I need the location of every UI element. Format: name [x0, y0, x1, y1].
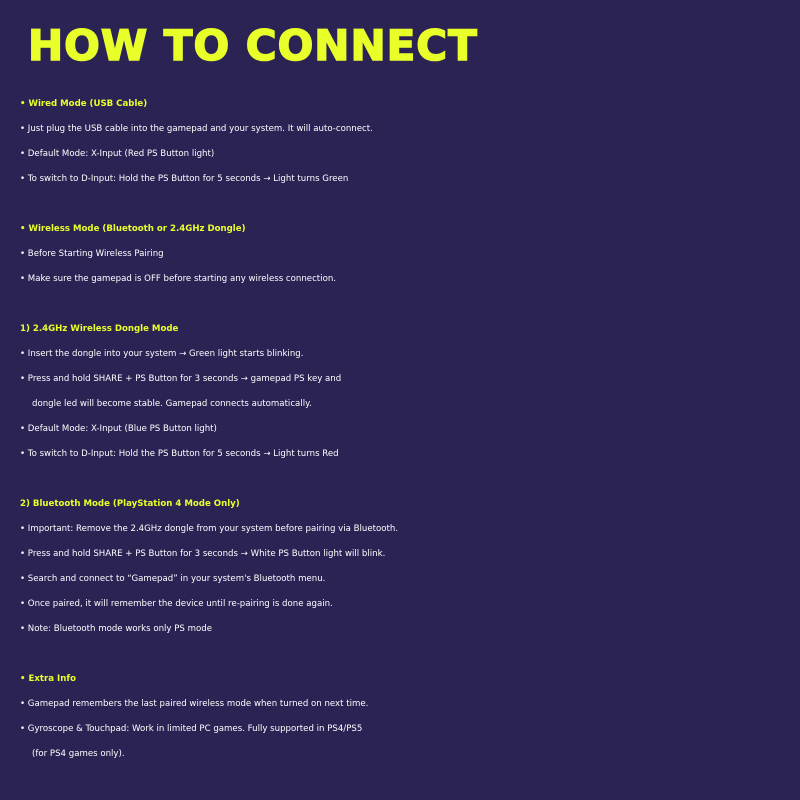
instruction-line: • Before Starting Wireless Pairing — [20, 249, 164, 259]
section-dongle-mode: 1) 2.4GHz Wireless Dongle Mode • Insert … — [20, 317, 790, 467]
instruction-line: • Make sure the gamepad is OFF before st… — [20, 274, 337, 284]
section-heading: • Extra Info — [20, 674, 76, 684]
instruction-line: • Press and hold SHARE + PS Button for 3… — [20, 549, 386, 559]
instruction-line: • Press and hold SHARE + PS Button for 3… — [20, 374, 342, 384]
instruction-line: • Gamepad remembers the last paired wire… — [20, 699, 369, 709]
section-heading: 2) Bluetooth Mode (PlayStation 4 Mode On… — [20, 499, 240, 509]
instruction-line: • Important: Remove the 2.4GHz dongle fr… — [20, 524, 399, 534]
section-extra-info: • Extra Info • Gamepad remembers the las… — [20, 667, 790, 767]
instruction-line: • Gyroscope & Touchpad: Work in limited … — [20, 724, 363, 734]
page-title: HOW TO CONNECT — [27, 20, 478, 71]
instruction-line: • Once paired, it will remember the devi… — [20, 599, 333, 609]
instruction-line: • Insert the dongle into your system → G… — [20, 349, 304, 359]
instruction-line: • To switch to D-Input: Hold the PS Butt… — [20, 174, 349, 184]
section-heading: • Wireless Mode (Bluetooth or 2.4GHz Don… — [20, 224, 246, 234]
section-heading: • Wired Mode (USB Cable) — [20, 99, 148, 109]
section-wireless-mode: • Wireless Mode (Bluetooth or 2.4GHz Don… — [20, 217, 790, 292]
section-wired-mode: • Wired Mode (USB Cable) • Just plug the… — [20, 92, 790, 192]
instruction-line: • Default Mode: X-Input (Blue PS Button … — [20, 424, 217, 434]
instruction-line-continued: (for PS4 games only). — [32, 749, 125, 759]
instruction-line: • Default Mode: X-Input (Red PS Button l… — [20, 149, 215, 159]
instruction-line: • To switch to D-Input: Hold the PS Butt… — [20, 449, 339, 459]
instruction-line-continued: dongle led will become stable. Gamepad c… — [32, 399, 312, 409]
instruction-line: • Note: Bluetooth mode works only PS mod… — [20, 624, 212, 634]
instruction-line: • Just plug the USB cable into the gamep… — [20, 124, 373, 134]
instructions-content: • Wired Mode (USB Cable) • Just plug the… — [20, 92, 790, 767]
section-heading: 1) 2.4GHz Wireless Dongle Mode — [20, 324, 179, 334]
instruction-line: • Search and connect to “Gamepad” in you… — [20, 574, 326, 584]
section-bluetooth-mode: 2) Bluetooth Mode (PlayStation 4 Mode On… — [20, 492, 790, 642]
